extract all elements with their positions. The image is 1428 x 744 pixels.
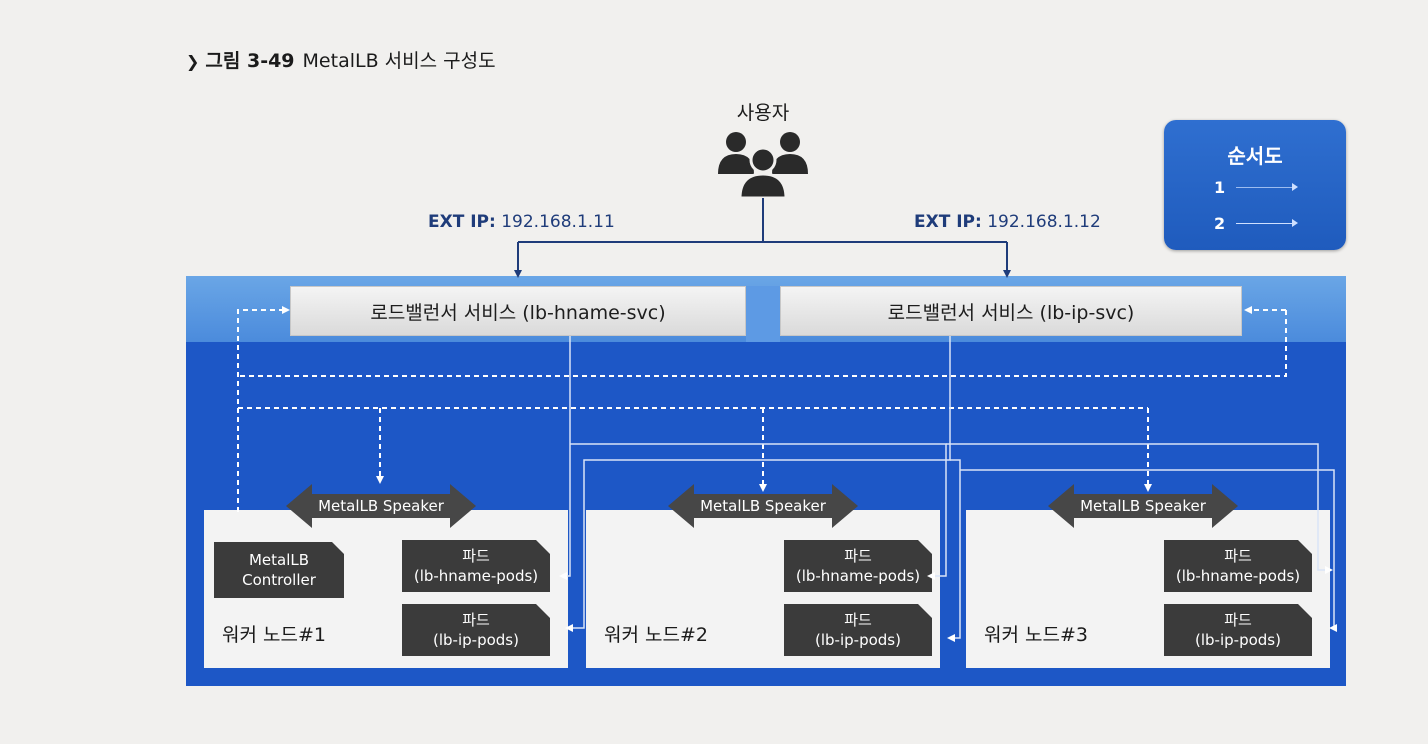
pod-line1: 파드 — [1224, 611, 1252, 629]
loadbalancer-service-hname: 로드밸런서 서비스 (lb-hname-svc) — [290, 286, 746, 336]
pod-line1: 파드 — [844, 547, 872, 565]
arrow-right-icon — [1292, 219, 1298, 227]
figure-number: 그림 3-49 — [205, 50, 295, 72]
ext-ip-value: 192.168.1.11 — [501, 212, 615, 232]
cluster-band-divider — [746, 286, 780, 342]
legend-item-2: 2 — [1214, 214, 1298, 233]
pod-lb-ip: 파드 (lb-ip-pods) — [784, 604, 932, 656]
ext-ip-ip: EXT IP: 192.168.1.12 — [914, 212, 1101, 232]
pod-lb-ip: 파드 (lb-ip-pods) — [1164, 604, 1312, 656]
worker-node-label: 워커 노드#2 — [604, 624, 708, 646]
pod-line1: 파드 — [1224, 547, 1252, 565]
pod-line1: 파드 — [462, 611, 490, 629]
chevron-down-icon: ❯ — [186, 52, 200, 71]
pod-line1: 파드 — [462, 547, 490, 565]
legend-number: 1 — [1214, 178, 1226, 197]
pod-lb-hname: 파드 (lb-hname-pods) — [1164, 540, 1312, 592]
pod-line2: (lb-hname-pods) — [413, 567, 539, 585]
legend-line-icon — [1236, 223, 1294, 224]
pod-line2: (lb-hname-pods) — [795, 567, 921, 585]
worker-node-1: 워커 노드#1 MetalLB Controller 파드 (lb-hname-… — [204, 510, 568, 668]
dashed-flow-lines — [236, 306, 1287, 512]
ext-ip-label: EXT IP: — [914, 212, 982, 232]
legend-line-icon — [1236, 187, 1294, 188]
worker-node-2: 워커 노드#2 파드 (lb-hname-pods) 파드 (lb-ip-pod… — [586, 510, 940, 668]
figure-title: MetalLB 서비스 구성도 — [302, 50, 496, 72]
user-to-service-lines — [514, 198, 1011, 278]
figure-caption: ❯ 그림 3-49 MetalLB 서비스 구성도 — [186, 46, 496, 73]
pod-line2: (lb-ip-pods) — [815, 631, 901, 649]
pod-lb-hname: 파드 (lb-hname-pods) — [784, 540, 932, 592]
legend-number: 2 — [1214, 214, 1226, 233]
controller-line1: MetalLB — [248, 551, 310, 569]
ext-ip-label: EXT IP: — [428, 212, 496, 232]
speaker-label: MetalLB Speaker — [700, 497, 826, 515]
worker-node-label: 워커 노드#1 — [222, 624, 326, 646]
ext-ip-value: 192.168.1.12 — [987, 212, 1101, 232]
speaker-label: MetalLB Speaker — [1080, 497, 1206, 515]
worker-node-label: 워커 노드#3 — [984, 624, 1088, 646]
arrow-right-icon — [1292, 183, 1298, 191]
pod-line1: 파드 — [844, 611, 872, 629]
pod-lb-ip: 파드 (lb-ip-pods) — [402, 604, 550, 656]
worker-node-3: 워커 노드#3 파드 (lb-hname-pods) 파드 (lb-ip-pod… — [966, 510, 1330, 668]
users-group-icon — [718, 132, 808, 200]
pod-lb-hname: 파드 (lb-hname-pods) — [402, 540, 550, 592]
legend-item-1: 1 — [1214, 178, 1298, 197]
cluster-area: 로드밸런서 서비스 (lb-hname-svc) 로드밸런서 서비스 (lb-i… — [186, 276, 1346, 686]
loadbalancer-service-ip: 로드밸런서 서비스 (lb-ip-svc) — [780, 286, 1242, 336]
ext-ip-hname: EXT IP: 192.168.1.11 — [428, 212, 615, 232]
pod-line2: (lb-hname-pods) — [1175, 567, 1301, 585]
legend-box: 순서도 1 2 — [1164, 120, 1346, 250]
speaker-label: MetalLB Speaker — [318, 497, 444, 515]
solid-flow-lines — [559, 336, 1337, 642]
legend-title: 순서도 — [1227, 144, 1283, 168]
controller-line2: Controller — [242, 571, 316, 589]
users-label: 사용자 — [736, 102, 790, 124]
metallb-speaker-3: MetalLB Speaker — [1048, 484, 1238, 528]
metallb-controller: MetalLB Controller — [214, 542, 344, 598]
pod-line2: (lb-ip-pods) — [1195, 631, 1281, 649]
metallb-speaker-1: MetalLB Speaker — [286, 484, 476, 528]
pod-line2: (lb-ip-pods) — [433, 631, 519, 649]
